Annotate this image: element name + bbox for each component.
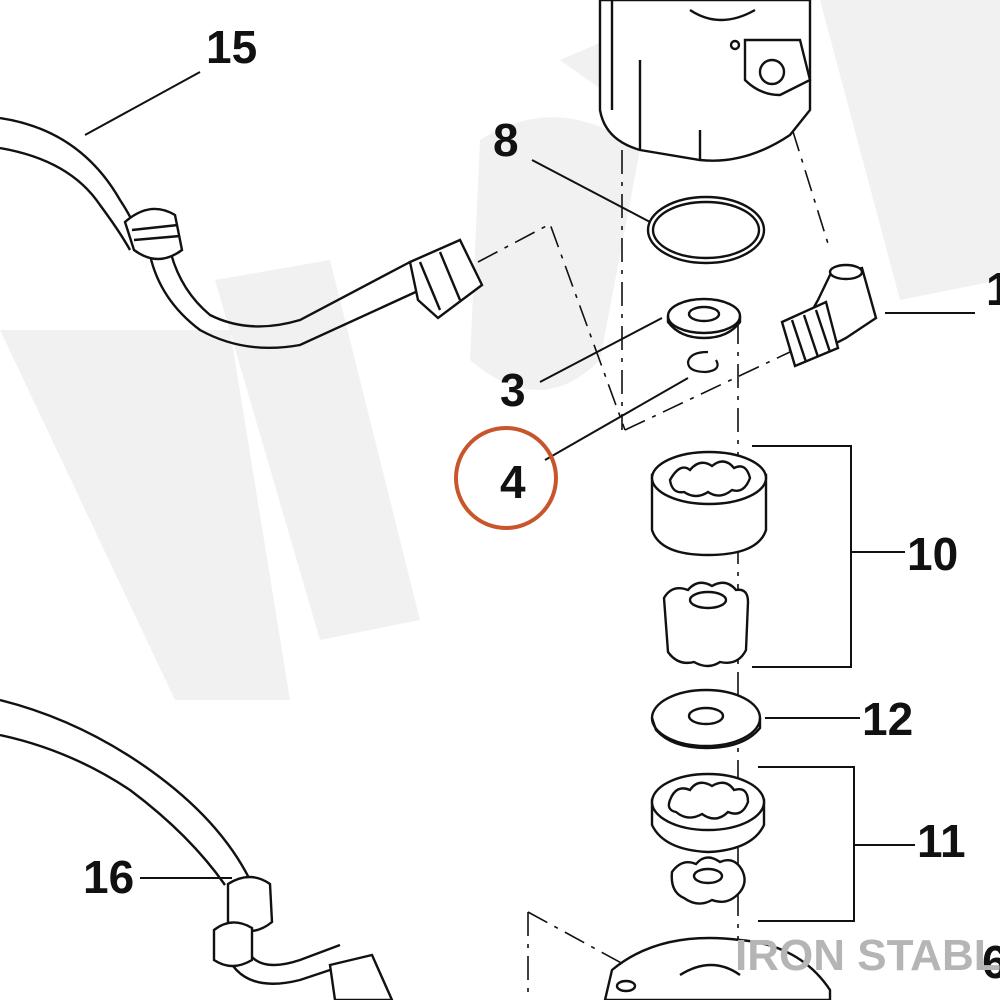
leader-lines xyxy=(84,71,975,922)
callout-11: 11 xyxy=(917,815,966,867)
part-1-elbow-fitting xyxy=(780,263,878,368)
highlight-circle-4 xyxy=(454,426,558,530)
bottom-cover xyxy=(603,936,832,1000)
part-15-upper-hose-ferrule xyxy=(123,207,484,320)
callout-15: 15 xyxy=(206,21,257,73)
callout-6: 6 xyxy=(982,936,1000,988)
bracket-11 xyxy=(758,766,855,922)
watermark-text: IRON STABLE xyxy=(735,931,1000,980)
callout-16: 16 xyxy=(83,851,134,903)
callout-1: 1 xyxy=(986,263,1000,315)
part-12-plate xyxy=(650,688,762,750)
leader-3 xyxy=(539,317,663,383)
leader-4 xyxy=(544,377,689,461)
part-11-inner-rotor xyxy=(670,856,746,905)
part-4-snap-ring xyxy=(686,350,719,374)
leader-15 xyxy=(84,71,201,136)
part-3-washer xyxy=(666,297,742,340)
callout-8: 8 xyxy=(493,114,519,166)
part-10-outer-rotor xyxy=(650,450,768,557)
part-16-lower-hose xyxy=(0,698,346,985)
assembly-paths xyxy=(477,89,831,966)
part-10-inner-rotor xyxy=(662,581,750,668)
callout-4: 4 xyxy=(500,456,526,508)
leader-8 xyxy=(531,159,651,223)
callout-10: 10 xyxy=(907,528,958,580)
part-15-upper-hose xyxy=(0,116,421,350)
pump-housing xyxy=(598,0,812,162)
part-8-o-ring xyxy=(646,195,766,265)
part-16-lower-hose-ferrule xyxy=(212,875,394,1000)
callout-3: 3 xyxy=(500,364,526,416)
part-11-outer-rotor xyxy=(650,772,766,854)
callout-12: 12 xyxy=(862,693,913,745)
bracket-10 xyxy=(752,445,852,668)
